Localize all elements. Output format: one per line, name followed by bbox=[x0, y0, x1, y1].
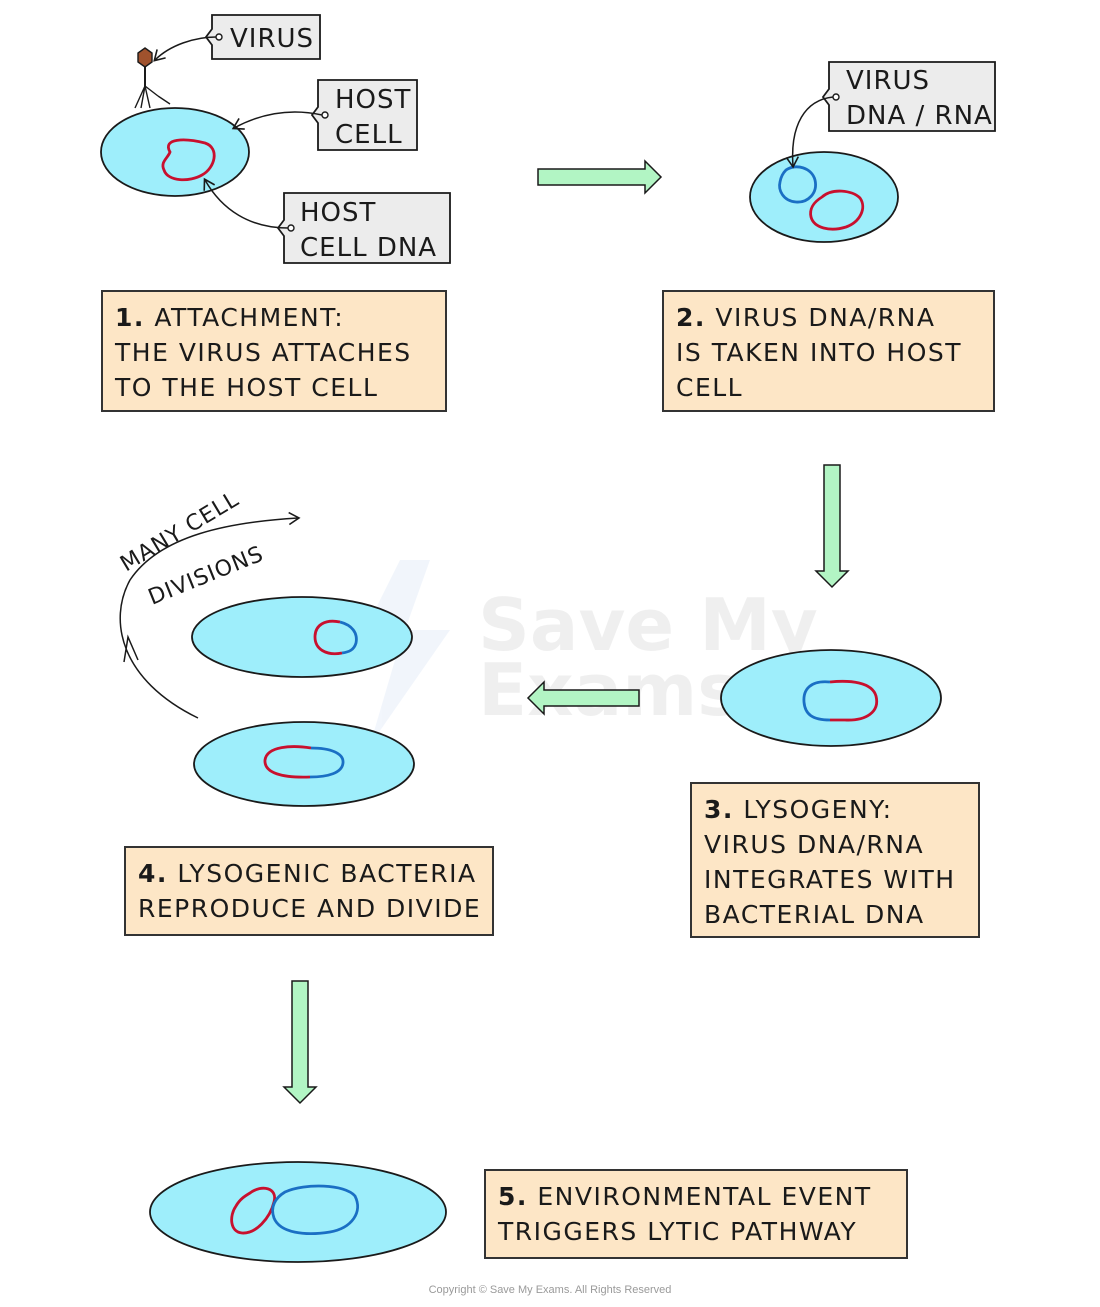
step2-line2: IS TAKEN INTO HOST bbox=[676, 338, 963, 367]
step2-line1: 2. VIRUS DNA/RNA bbox=[676, 303, 936, 332]
step2-line3: CELL bbox=[676, 373, 744, 402]
step1-line3: TO THE HOST CELL bbox=[115, 373, 379, 402]
step1-illustration bbox=[100, 47, 250, 197]
step3-illustration bbox=[720, 649, 942, 747]
host-dna-segment bbox=[263, 745, 312, 779]
virus-dna bbox=[778, 165, 817, 204]
tag-host-cell-dna-line2: CELL DNA bbox=[300, 233, 437, 263]
host-dna-segment bbox=[313, 619, 343, 656]
lytic-cell bbox=[149, 1161, 447, 1263]
host-cell-dna bbox=[161, 138, 216, 182]
process-arrows bbox=[282, 159, 850, 1105]
step4-box: 4. LYSOGENIC BACTERIA REPRODUCE AND DIVI… bbox=[124, 846, 494, 936]
tag-virus-dna-line2: DNA / RNA bbox=[846, 101, 993, 131]
tag-host-cell: HOST CELL bbox=[231, 79, 418, 151]
tag-virus-dna-line1: VIRUS bbox=[846, 66, 930, 96]
arrow-step2-to-step3 bbox=[814, 464, 850, 589]
virus-dna-segment bbox=[309, 746, 345, 779]
step3-box: 3. LYSOGENY: VIRUS DNA/RNA INTEGRATES WI… bbox=[690, 782, 980, 938]
tag-host-cell-line2: CELL bbox=[335, 120, 403, 150]
step5-illustration bbox=[149, 1161, 447, 1263]
tag-virus: VIRUS bbox=[153, 14, 321, 62]
arrow-step1-to-step2 bbox=[537, 159, 663, 195]
virus-dna-segment bbox=[339, 620, 358, 655]
step3-line2: VIRUS DNA/RNA bbox=[704, 830, 925, 859]
step5-box: 5. ENVIRONMENTAL EVENT TRIGGERS LYTIC PA… bbox=[484, 1169, 908, 1259]
tag-host-cell-dna-line1: HOST bbox=[300, 198, 376, 228]
arrow-step4-to-step5 bbox=[282, 980, 318, 1105]
tag-host-cell-dna: HOST CELL DNA bbox=[203, 177, 451, 264]
host-cell-dna bbox=[809, 189, 865, 231]
step3-line4: BACTERIAL DNA bbox=[704, 900, 925, 929]
virus-dna-segment bbox=[802, 680, 831, 722]
lysogenic-cell bbox=[720, 649, 942, 747]
step4-line2: REPRODUCE AND DIVIDE bbox=[138, 894, 482, 923]
step3-line3: INTEGRATES WITH bbox=[704, 865, 956, 894]
host-dna-segment bbox=[829, 679, 879, 722]
step1-box: 1. ATTACHMENT: THE VIRUS ATTACHES TO THE… bbox=[101, 290, 447, 412]
virus-dna bbox=[271, 1184, 359, 1235]
step5-line2: TRIGGERS LYTIC PATHWAY bbox=[498, 1217, 858, 1246]
divisions-arrow bbox=[119, 511, 301, 719]
step2-box: 2. VIRUS DNA/RNA IS TAKEN INTO HOST CELL bbox=[662, 290, 995, 412]
tag-virus-dna-rna: VIRUS DNA / RNA bbox=[785, 61, 996, 169]
step5-line1: 5. ENVIRONMENTAL EVENT bbox=[498, 1182, 872, 1211]
host-cell-dna bbox=[230, 1186, 276, 1235]
host-cell bbox=[100, 107, 250, 197]
watermark-line-1: Save My bbox=[478, 583, 818, 667]
arrow-step3-to-step4 bbox=[526, 680, 640, 716]
tag-host-cell-line1: HOST bbox=[335, 85, 411, 115]
tag-virus-label: VIRUS bbox=[230, 24, 314, 54]
step3-line1: 3. LYSOGENY: bbox=[704, 795, 893, 824]
watermark: Save My Exams bbox=[350, 560, 818, 745]
daughter-cell-1 bbox=[191, 596, 413, 678]
step1-line1: 1. ATTACHMENT: bbox=[115, 303, 345, 332]
virus-icon bbox=[134, 47, 171, 109]
daughter-cell-2 bbox=[193, 721, 415, 807]
step4-line1: 4. LYSOGENIC BACTERIA bbox=[138, 859, 477, 888]
copyright-notice: Copyright © Save My Exams. All Rights Re… bbox=[428, 1284, 672, 1296]
step1-line2: THE VIRUS ATTACHES bbox=[115, 338, 412, 367]
step2-illustration bbox=[749, 151, 899, 243]
step4-illustration: MANY CELL DIVISIONS bbox=[116, 487, 415, 807]
